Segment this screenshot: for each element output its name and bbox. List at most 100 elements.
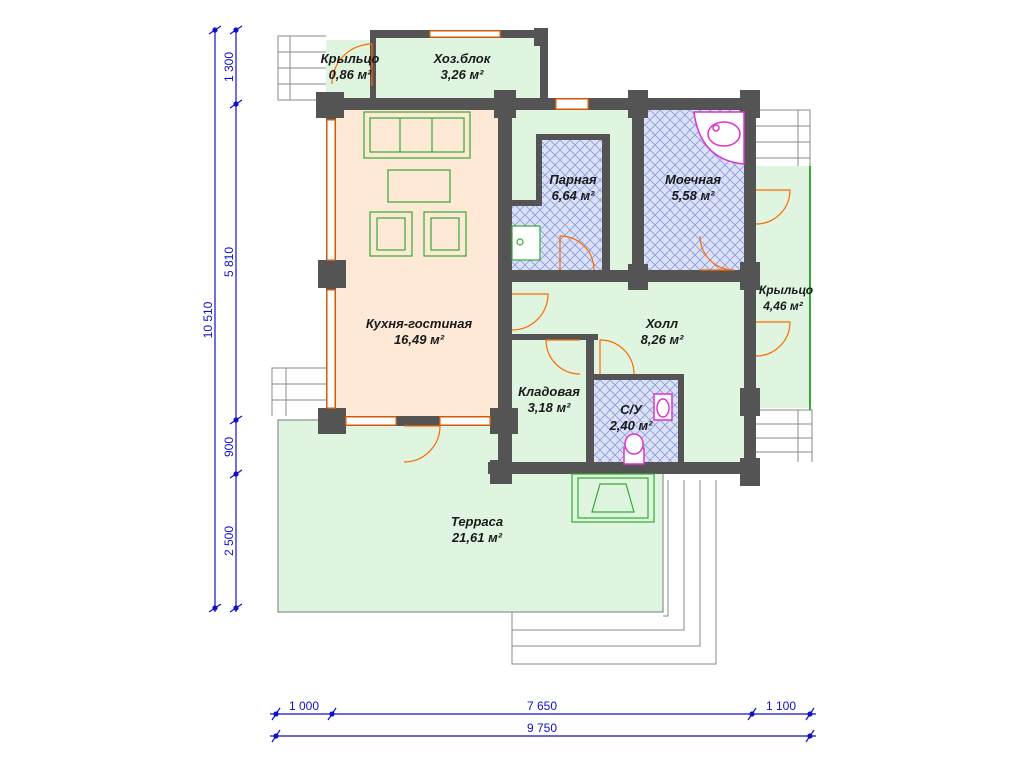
dim-left-5810: 5 810 [222,247,236,277]
armchair-left [369,211,413,257]
window-west-living [326,119,336,261]
terrace-grill [571,473,655,523]
wall-pantry-east [586,334,594,468]
room-washing-area: 5,58 м² [672,188,716,203]
wall-partition-living [498,98,512,468]
dim-left-outer: 10 510 [201,301,215,338]
column-nw [316,92,344,118]
column-n-right [494,90,516,118]
furniture [363,111,655,523]
dim-bottom-outer: 9 750 [527,721,557,735]
room-porch-left-name: Крыльцо [321,51,380,66]
room-porch-right-name: Крыльцо [759,283,813,297]
dim-bottom-1000: 1 000 [289,699,319,713]
column-hall-n [628,264,648,290]
dim-bottom-1100: 1 100 [766,699,796,713]
room-steam-area: 6,64 м² [552,188,596,203]
wall-steam-west-upper [536,134,610,140]
wall-steam-step [510,200,542,206]
dim-left-2500: 2 500 [222,526,236,556]
wall-pantry-north [510,334,598,340]
door-pantry [545,339,581,375]
dim-left-1300: 1 300 [222,52,236,82]
room-bath-area: 2,40 м² [609,418,654,433]
window-north-hall [555,98,589,110]
column-east-mid [740,262,760,290]
steam-stove [511,225,541,261]
armchair-right [423,211,467,257]
door-terrace [403,425,441,463]
room-hall-name: Холл [645,316,678,331]
room-hall-area: 8,26 м² [641,332,685,347]
dimension-lines [208,25,816,743]
room-terrace-area: 21,61 м² [451,530,503,545]
corner-bath [693,111,745,165]
room-washing-name: Моечная [665,172,721,187]
room-labels: Крыльцо 0,86 м² Хоз.блок 3,26 м² Парная … [321,51,813,545]
room-porch-left-area: 0,86 м² [329,67,373,82]
porch-right-floor [756,166,810,408]
column-ne [740,90,760,118]
wall-hall-north [498,270,754,282]
wall-utility-east [540,30,548,102]
door-bath [599,339,635,375]
steam-room-tiles [538,138,606,204]
room-kitchen-name: Кухня-гостиная [366,316,473,331]
door-east-upper [755,189,791,225]
door-steam [559,235,595,271]
column-sw [318,408,346,434]
wall-bath-east [678,374,684,468]
sofa [363,111,471,159]
dimension-labels: 10 510 1 300 5 810 900 2 500 1 000 7 650… [201,52,796,735]
door-hall-living [511,293,549,331]
wall-north [318,98,758,110]
wall-steam-west-inner [536,134,542,206]
sink [653,393,673,421]
column-east-low [740,388,760,416]
wall-south-hall [488,462,754,474]
room-bath-name: С/У [620,402,643,417]
column-w-mid [318,260,346,288]
door-porch-left [331,43,373,86]
column-n-mid [628,90,648,118]
door-east-lower [755,321,791,357]
wall-bath-north [586,374,684,380]
doors [331,43,791,463]
wall-steam-east [602,134,610,278]
room-steam-name: Парная [549,172,597,187]
sanitary [623,111,745,465]
column-utility-ne [534,28,548,46]
coffee-table [387,169,451,203]
steps-bottom [511,480,717,665]
windows [326,30,589,426]
column-se [740,458,760,486]
door-washroom [699,235,735,271]
steps [271,35,813,665]
dim-bottom-7650: 7 650 [527,699,557,713]
wall-utility-west [370,30,376,102]
room-terrace-name: Терраса [451,514,503,529]
column-s-mid [490,408,518,434]
steps-right-top [756,109,811,166]
window-south-living [345,416,397,426]
column-hall-s [490,460,512,484]
dim-ticks-left [208,25,243,613]
steps-right-bottom [756,409,813,462]
wall-south-living [318,416,514,426]
room-kitchen-area: 16,49 м² [394,332,445,347]
wall-washroom-west [632,98,644,278]
window-south-living-2 [439,416,491,426]
room-pantry-area: 3,18 м² [528,400,572,415]
window-utility [429,30,501,38]
window-west-living-low [326,289,336,409]
steps-top-left [277,35,326,101]
room-porch-right-area: 4,46 м² [762,299,804,313]
toilet [623,433,645,465]
room-pantry-name: Кладовая [518,384,580,399]
dim-left-900: 900 [222,437,236,457]
dim-ticks-bottom [271,707,815,743]
walls [316,28,760,486]
room-utility-name: Хоз.блок [433,51,492,66]
room-utility-area: 3,26 м² [441,67,485,82]
